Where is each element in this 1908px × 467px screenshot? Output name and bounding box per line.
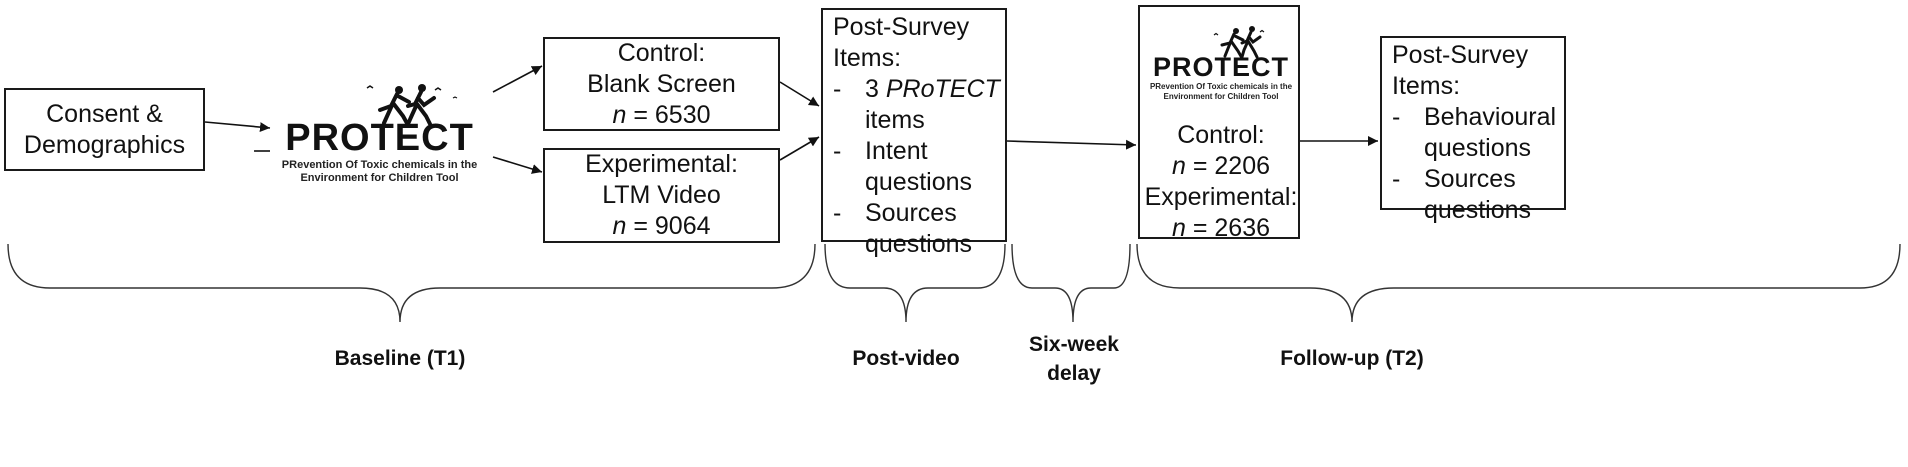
- post-survey-2-title-1: Post-Survey: [1392, 41, 1529, 69]
- protect-logo: PROTECT PRevention Of Toxic chemicals in…: [272, 80, 487, 184]
- protect-logo-small: PROTECT PRevention Of Toxic chemicals in…: [1144, 23, 1298, 103]
- arrow-control-to-survey: [779, 81, 820, 107]
- experimental-subtitle: LTM Video: [602, 181, 721, 209]
- arrow-consent-to-logo-main: [204, 121, 271, 133]
- arrow-survey-to-followup: [1006, 139, 1137, 150]
- control-n: n = 6530: [612, 100, 711, 129]
- post-survey-1-title-1: Post-Survey: [833, 13, 970, 41]
- followup-experimental-label: Experimental:: [1144, 183, 1298, 211]
- phase-label-delay: Six-week delay: [1010, 330, 1138, 388]
- consent-line1: Consent &: [46, 99, 163, 128]
- brace-delay: [1011, 243, 1131, 323]
- followup-control-label: Control:: [1177, 121, 1265, 149]
- arrow-experimental-to-survey: [779, 136, 820, 161]
- followup-box: PROTECT PRevention Of Toxic chemicals in…: [1138, 5, 1300, 242]
- children-running-icon: [366, 84, 458, 127]
- control-subtitle: Blank Screen: [587, 69, 736, 98]
- experimental-title: Experimental:: [585, 150, 738, 178]
- logo-subtitle-2: Environment for Children Tool: [300, 172, 459, 184]
- consent-line2: Demographics: [23, 130, 186, 159]
- logo-subtitle-1: PRevention Of Toxic chemicals in the: [281, 159, 478, 171]
- phase-label-followup: Follow-up (T2): [1280, 347, 1424, 370]
- post-survey-1-title-2: Items:: [833, 44, 902, 72]
- brace-followup: [1136, 243, 1901, 323]
- experimental-box: Experimental: LTM Video n = 9064: [543, 148, 780, 243]
- phase-label-delay-1: Six-week: [1029, 333, 1119, 356]
- arrow-logo-to-experimental: [492, 156, 543, 174]
- arrow-logo-to-control: [492, 65, 543, 93]
- logo-small-subtitle-1: PRevention Of Toxic chemicals in the: [1149, 82, 1293, 91]
- phase-label-baseline: Baseline (T1): [334, 347, 466, 370]
- control-box: Control: Blank Screen n = 6530: [543, 37, 780, 131]
- post-survey-2-title-2: Items:: [1392, 72, 1461, 100]
- logo-word: PROTECT: [285, 117, 474, 159]
- control-title: Control:: [617, 38, 706, 67]
- phase-label-delay-2: delay: [1047, 362, 1101, 385]
- logo-word-small: PROTECT: [1152, 52, 1289, 82]
- logo-small-subtitle-2: Environment for Children Tool: [1163, 92, 1279, 101]
- brace-post-video: [824, 243, 1006, 323]
- children-running-icon-small: [1213, 26, 1265, 60]
- followup-experimental-n: n = 2636: [1171, 214, 1270, 242]
- experimental-n: n = 9064: [612, 212, 711, 240]
- followup-control-n: n = 2206: [1171, 152, 1270, 180]
- consent-box: Consent & Demographics: [4, 88, 205, 171]
- brace-baseline: [7, 243, 816, 323]
- phase-label-post-video: Post-video: [852, 347, 960, 370]
